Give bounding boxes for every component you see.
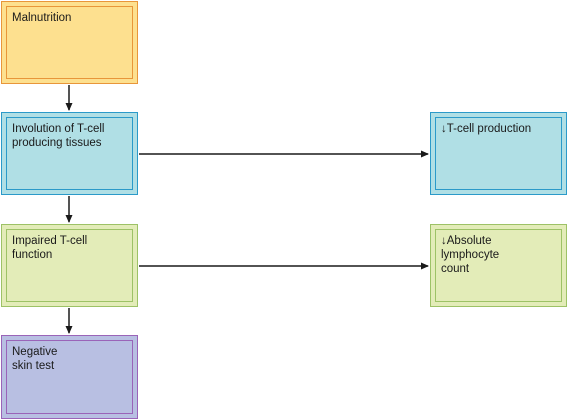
node-inner-border bbox=[435, 117, 562, 190]
node-label-involution: Involution of T-cell producing tissues bbox=[12, 123, 105, 149]
node-inner-border bbox=[6, 229, 133, 302]
node-label-lymphocyte-count: ↓Absolute lymphocyte count bbox=[441, 235, 500, 275]
node-label-impaired: Impaired T-cell function bbox=[12, 235, 88, 261]
node-negative-skin-test: Negative skin test bbox=[1, 335, 138, 419]
node-malnutrition: Malnutrition bbox=[1, 1, 138, 84]
node-impaired-tcell-function: Impaired T-cell function bbox=[1, 224, 138, 307]
node-inner-border bbox=[435, 229, 562, 302]
node-inner-border bbox=[6, 117, 133, 190]
node-label-negative-skin-test: Negative skin test bbox=[12, 346, 58, 372]
node-tcell-production: ↓T-cell production bbox=[430, 112, 567, 195]
node-inner-border bbox=[6, 340, 133, 414]
node-label-tcell-production: ↓T-cell production bbox=[441, 123, 532, 135]
node-label-malnutrition: Malnutrition bbox=[12, 12, 72, 24]
node-lymphocyte-count: ↓Absolute lymphocyte count bbox=[430, 224, 567, 307]
node-involution: Involution of T-cell producing tissues bbox=[1, 112, 138, 195]
node-inner-border bbox=[6, 6, 133, 79]
